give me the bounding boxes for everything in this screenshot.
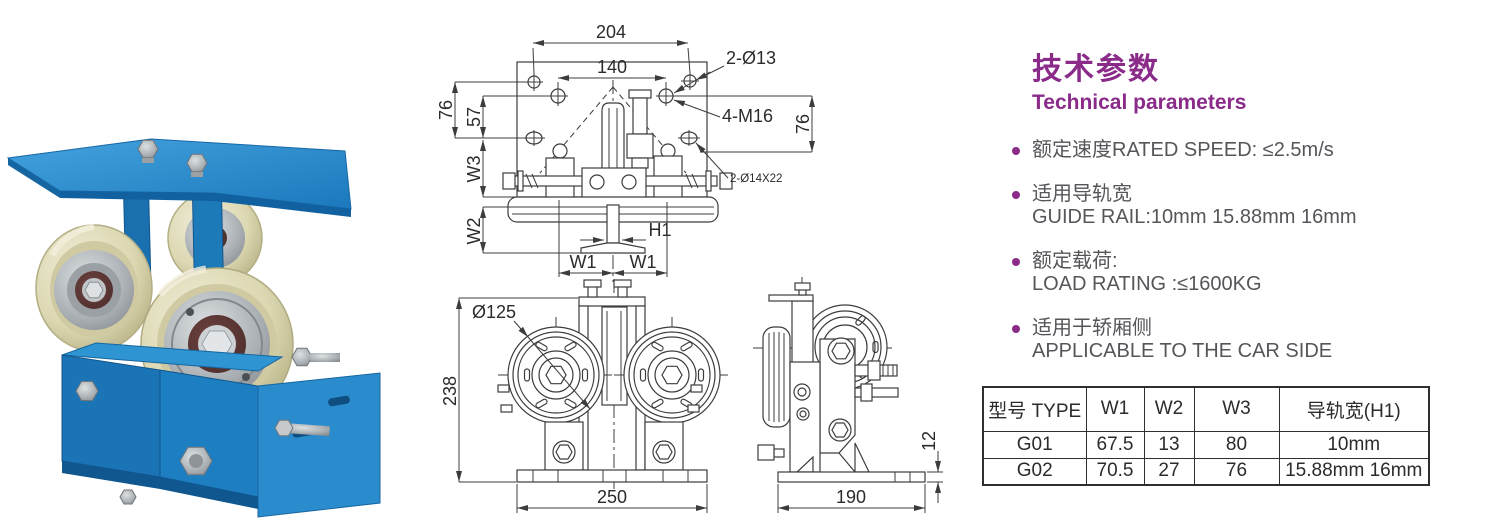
col-header-w3: W3 [1193, 386, 1280, 432]
bullet-line-2: GUIDE RAIL:10mm 15.88mm 16mm [1032, 206, 1357, 228]
spec-bullet-load-rating: 额定载荷: LOAD RATING :≤1600KG [1012, 250, 1482, 296]
spec-bullet-guide-rail: 适用导轨宽 GUIDE RAIL:10mm 15.88mm 16mm [1012, 183, 1482, 229]
spec-bullet-car-side: 适用于轿厢侧 APPLICABLE TO THE CAR SIDE [1012, 317, 1482, 363]
front-view-dimensions: 238 250 Ø125 [440, 297, 708, 513]
top-view-dimensions: 204 140 76 57 W3 W2 76 2-Ø13 [436, 22, 815, 277]
spec-bullet-list: 额定速度RATED SPEED: ≤2.5m/s 适用导轨宽 GUIDE RAI… [1012, 139, 1482, 363]
base-bolts [75, 347, 340, 505]
note-2xd14x22: 2-Ø14X22 [730, 173, 782, 185]
spec-bullet-rated-speed: 额定速度RATED SPEED: ≤2.5m/s [1012, 139, 1482, 162]
dim-204-label: 204 [596, 22, 626, 42]
bullet-dot-icon [1012, 191, 1020, 199]
dim-76-left-label: 76 [436, 100, 456, 120]
cell-w3: 80 [1193, 430, 1280, 459]
left-roller [35, 224, 153, 352]
front-left-wheel [498, 317, 614, 433]
bullet-line-1: 额定载荷: [1032, 250, 1118, 272]
dim-w1-right-label: W1 [630, 252, 657, 272]
bullet-line-2: APPLICABLE TO THE CAR SIDE [1032, 340, 1333, 362]
side-view-drawing: 190 12 [753, 277, 943, 513]
cell-type: G01 [982, 430, 1087, 459]
dim-250-label: 250 [597, 487, 627, 507]
side-view-dimensions: 190 12 [777, 431, 943, 513]
cell-w2: 13 [1143, 430, 1195, 459]
col-header-rail-width: 导轨宽(H1) [1278, 386, 1430, 432]
cell-w3: 76 [1193, 457, 1280, 486]
plate-bolts [137, 139, 208, 177]
dim-12-label: 12 [919, 431, 939, 451]
note-4xm16: 4-M16 [722, 106, 773, 126]
front-right-wheel [614, 317, 730, 433]
bullet-line-1: 适用于轿厢侧 [1032, 317, 1152, 339]
panel-title-en: Technical parameters [1032, 91, 1247, 114]
front-view-body [497, 279, 730, 489]
dim-238-label: 238 [440, 376, 460, 406]
dim-76-right-label: 76 [793, 114, 813, 134]
panel-title-zh: 技术参数 [1032, 53, 1160, 86]
side-roller-edge [762, 326, 791, 428]
col-header-w1: W1 [1085, 386, 1145, 432]
top-view-drawing: 204 140 76 57 W3 W2 76 2-Ø13 [436, 22, 815, 282]
roller-mechanism-top [502, 80, 733, 282]
base-block [61, 342, 381, 518]
cell-w1: 67.5 [1085, 430, 1145, 459]
dim-h1-label: H1 [648, 220, 671, 240]
col-header-type: 型号 TYPE [982, 386, 1087, 432]
type-spec-table: 型号 TYPE W1 W2 W3 导轨宽(H1) G01 67.5 13 80 … [982, 386, 1430, 486]
table-header-row: 型号 TYPE W1 W2 W3 导轨宽(H1) [982, 386, 1430, 432]
cell-rail-width: 15.88mm 16mm [1278, 457, 1430, 486]
bullet-line-1: 适用导轨宽 [1032, 183, 1132, 205]
bullet-dot-icon [1012, 325, 1020, 333]
dim-190-label: 190 [836, 487, 866, 507]
bullet-line-2: LOAD RATING :≤1600KG [1032, 273, 1262, 295]
dim-57-label: 57 [464, 107, 484, 127]
dim-dia125-label: Ø125 [472, 302, 516, 322]
cell-w2: 27 [1143, 457, 1195, 486]
note-2xd13: 2-Ø13 [726, 48, 776, 68]
dim-w3-label: W3 [464, 156, 484, 183]
cell-type: G02 [982, 457, 1087, 486]
front-view-drawing: 238 250 Ø125 [440, 279, 730, 513]
top-plate [6, 138, 352, 217]
cell-rail-width: 10mm [1278, 430, 1430, 459]
col-header-w2: W2 [1143, 386, 1195, 432]
dim-w2-label: W2 [464, 218, 484, 245]
side-view-body [753, 277, 926, 483]
table-row-g02: G02 70.5 27 76 15.88mm 16mm [982, 457, 1430, 486]
dim-140-label: 140 [597, 57, 627, 77]
bullet-dot-icon [1012, 147, 1020, 155]
table-row-g01: G01 67.5 13 80 10mm [982, 430, 1430, 459]
bullet-line-1: 额定速度RATED SPEED: ≤2.5m/s [1032, 139, 1334, 161]
bullet-dot-icon [1012, 258, 1020, 266]
cell-w1: 70.5 [1085, 457, 1145, 486]
technical-parameters-panel: 技术参数 Technical parameters 额定速度RATED SPEE… [1012, 44, 1482, 384]
product-photo [6, 138, 381, 518]
dim-w1-left-label: W1 [570, 252, 597, 272]
